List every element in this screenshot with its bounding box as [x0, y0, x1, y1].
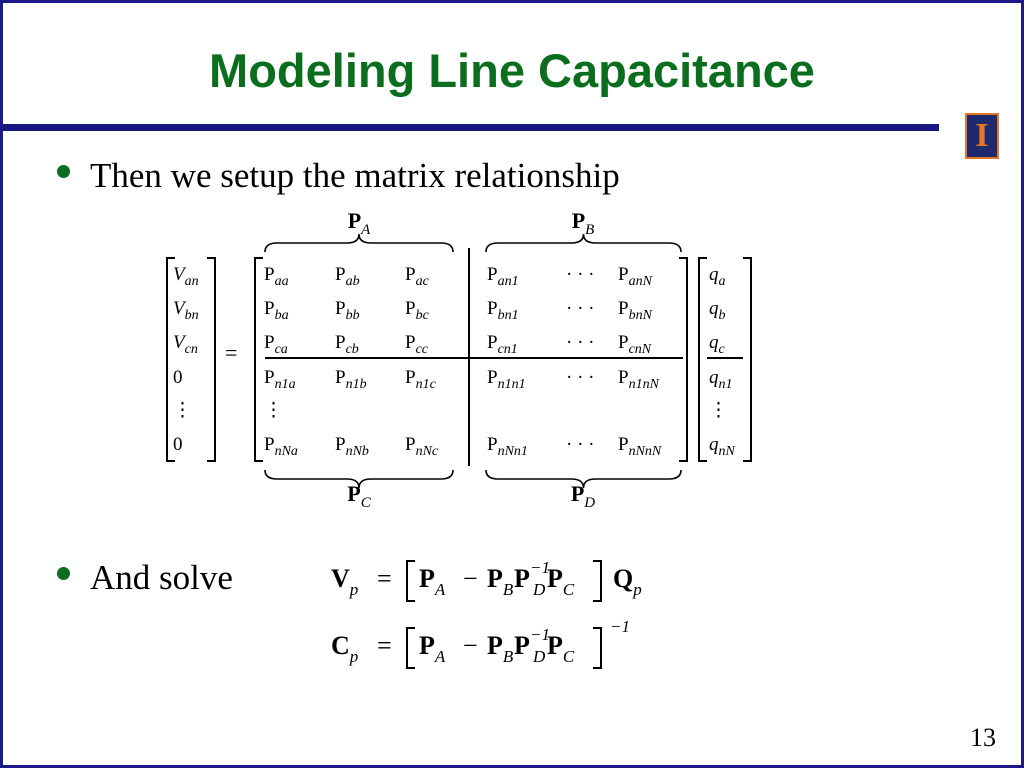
matrix-entry: Pbn1 — [487, 298, 519, 323]
matrix-entry: Pn1b — [335, 367, 367, 392]
matrix-entry: Pcn1 — [487, 332, 518, 357]
matrix-entry: · · · — [566, 264, 594, 285]
matrix-entry: Pbb — [335, 298, 360, 323]
matrix-entry: Pac — [405, 264, 430, 289]
left-vector-entry: Vcn — [173, 332, 198, 357]
right-vector-entry: qc — [709, 332, 726, 357]
matrix-entry: · · · — [566, 367, 594, 388]
left-vector-entry: 0 — [173, 434, 183, 455]
bullet-text-2: And solve — [90, 558, 233, 597]
matrix-entry: Pcb — [335, 332, 359, 357]
right-vector-entry: qb — [709, 298, 726, 323]
matrix-right-bracket — [679, 257, 688, 462]
left-vector-entry: Vbn — [173, 298, 199, 323]
matrix-entry: PnNa — [264, 434, 298, 459]
matrix-entry: Pn1a — [264, 367, 296, 392]
matrix-entry: Pbc — [405, 298, 430, 323]
matrix-entry: Pn1c — [405, 367, 437, 392]
matrix-entry: PbnN — [618, 298, 653, 323]
matrix-entry: · · · — [566, 434, 594, 455]
brace-bottom-c — [264, 469, 454, 489]
equation-2-right-bracket — [593, 627, 602, 669]
block-label-a: PA — [348, 208, 371, 238]
logo-letter: I — [975, 117, 989, 154]
matrix-entry: PnNb — [335, 434, 369, 459]
matrix-entry: · · · — [566, 298, 594, 319]
equals-sign: = — [225, 340, 237, 365]
matrix-entry: Pn1nN — [618, 367, 660, 392]
matrix-entry: PcnN — [618, 332, 652, 357]
right-vector-right-bracket — [743, 257, 752, 462]
matrix-entry: · · · — [566, 332, 594, 353]
matrix-entry: Pca — [264, 332, 288, 357]
bullet-text-1: Then we setup the matrix relationship — [90, 156, 620, 195]
brace-top-b — [485, 233, 682, 253]
block-label-b: PB — [572, 208, 595, 238]
matrix-entry: PnNnN — [618, 434, 662, 459]
block-label-c: PC — [347, 481, 371, 508]
matrix-entry: PnNn1 — [487, 434, 528, 459]
slide-title: Modeling Line Capacitance — [209, 44, 815, 97]
right-vector-entry: qnN — [709, 434, 736, 459]
matrix-left-bracket — [254, 257, 263, 462]
right-vector-entry: qa — [709, 264, 726, 289]
title-underline — [3, 124, 939, 131]
right-vector-entry: ⋮ — [709, 400, 728, 421]
matrix-entry: ⋮ — [264, 400, 283, 421]
left-vector-entry: ⋮ — [173, 400, 192, 421]
slide: Modeling Line Capacitance I Then we setu… — [3, 3, 1021, 765]
matrix-entry: Pab — [335, 264, 360, 289]
matrix-entry: Pcc — [405, 332, 429, 357]
university-logo-icon: I — [965, 113, 999, 159]
bullet-dot-2 — [57, 567, 70, 580]
bullet-dot-1 — [57, 165, 70, 178]
matrix-entry: PnNc — [405, 434, 439, 459]
left-vector-right-bracket — [207, 257, 216, 462]
right-vector-entry: qn1 — [709, 367, 733, 392]
brace-top-a — [264, 233, 454, 253]
left-vector-entry: 0 — [173, 367, 183, 388]
matrix-entry: Pan1 — [487, 264, 519, 289]
left-vector-entry: Van — [173, 264, 199, 289]
page-number: 13 — [970, 723, 996, 752]
equation-1-right-bracket — [593, 560, 602, 602]
matrix-entry: Paa — [264, 264, 289, 289]
brace-bottom-d — [485, 469, 682, 489]
equation-2-left-bracket — [406, 627, 415, 669]
equation-1-left-bracket — [406, 560, 415, 602]
matrix-entry: Pn1n1 — [487, 367, 526, 392]
matrix-entry: Pba — [264, 298, 289, 323]
matrix-entry: PanN — [618, 264, 653, 289]
right-vector-left-bracket — [698, 257, 707, 462]
left-vector-left-bracket — [166, 257, 175, 462]
block-label-d: PD — [571, 481, 595, 508]
